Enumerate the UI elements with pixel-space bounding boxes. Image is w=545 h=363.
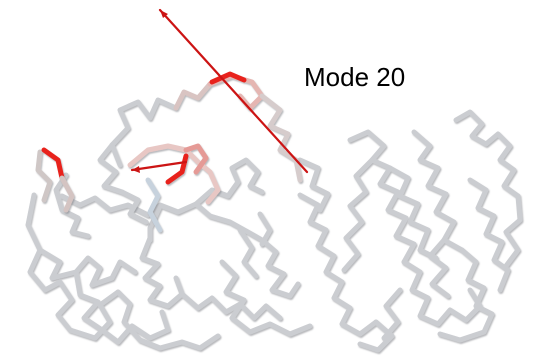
- mobile-loops: [35, 71, 303, 233]
- backbone-right-domain: [297, 109, 523, 353]
- long-arrow-head: [160, 10, 168, 18]
- mode-label: Mode 20: [304, 62, 406, 92]
- backbone-left-domain: [25, 157, 313, 351]
- displacement-arrows: [130, 8, 309, 174]
- long-arrow: [158, 8, 309, 174]
- short-arrow-head: [132, 166, 140, 173]
- short-arrow: [130, 160, 188, 172]
